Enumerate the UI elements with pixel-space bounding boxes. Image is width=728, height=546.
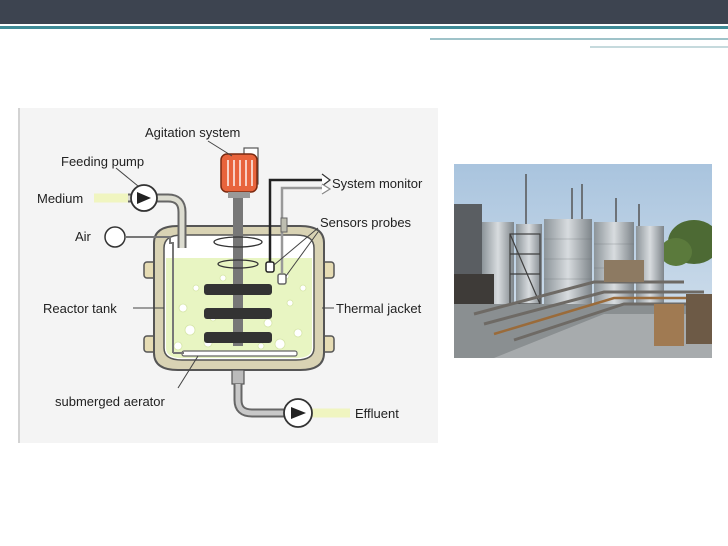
label-feeding-pump: Feeding pump bbox=[61, 154, 144, 169]
industrial-plant-photo bbox=[454, 164, 712, 358]
label-system-monitor: System monitor bbox=[332, 176, 423, 191]
label-reactor-tank: Reactor tank bbox=[43, 301, 117, 316]
sensor-line bbox=[280, 186, 322, 273]
label-medium: Medium bbox=[37, 191, 83, 206]
label-sensors-probes: Sensors probes bbox=[320, 215, 412, 230]
air-pump bbox=[104, 226, 126, 248]
title-bar bbox=[0, 0, 728, 24]
label-agitation-system: Agitation system bbox=[145, 125, 240, 140]
label-thermal-jacket: Thermal jacket bbox=[336, 301, 422, 316]
bioreactor-diagram: Agitation system Feeding pump Medium Air… bbox=[18, 108, 438, 443]
impeller bbox=[204, 308, 272, 319]
bioreactor-svg: Agitation system Feeding pump Medium Air… bbox=[18, 108, 423, 443]
impeller bbox=[204, 332, 272, 343]
air-line bbox=[125, 236, 174, 353]
label-effluent: Effluent bbox=[355, 406, 399, 421]
agitator-shaft bbox=[233, 194, 243, 346]
sensor-line bbox=[268, 178, 322, 263]
accent-stripe-light bbox=[590, 46, 728, 48]
sensor-probe bbox=[265, 261, 275, 273]
sensor-probe bbox=[277, 273, 287, 285]
accent-stripe bbox=[0, 26, 728, 29]
accent-stripe-light bbox=[430, 38, 728, 40]
air-bubbles bbox=[173, 272, 307, 351]
impeller bbox=[204, 284, 272, 295]
label-air: Air bbox=[75, 229, 92, 244]
submerged-aerator bbox=[181, 350, 298, 357]
label-submerged-aerator: submerged aerator bbox=[55, 394, 166, 409]
